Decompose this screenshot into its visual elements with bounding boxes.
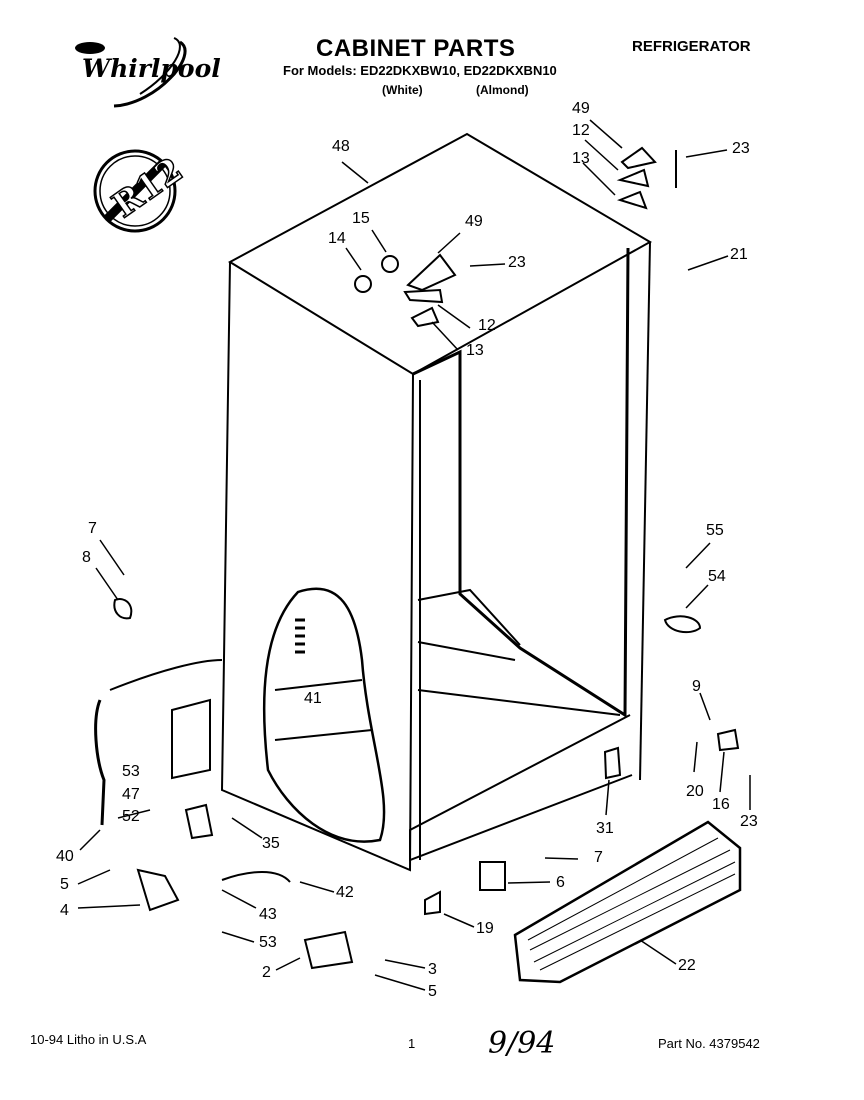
r12-circle-icon: [93, 149, 177, 233]
callout-40: 40: [56, 848, 74, 865]
callout-5-b: 5: [428, 983, 437, 1000]
callout-14: 14: [328, 230, 346, 247]
callout-55: 55: [706, 522, 724, 539]
callout-19: 19: [476, 920, 494, 937]
litho-note: 10-94 Litho in U.S.A: [30, 1032, 147, 1047]
callout-23: 23: [732, 140, 750, 157]
page-number: 1: [408, 1036, 416, 1051]
model-numbers: For Models: ED22DKXBW10, ED22DKXBN10: [283, 63, 557, 78]
callout-5: 5: [60, 876, 69, 893]
callout-22: 22: [678, 957, 696, 974]
callout-9: 9: [692, 678, 701, 695]
callout-12: 12: [572, 122, 590, 139]
callout-49-b: 49: [465, 213, 483, 230]
callout-6: 6: [556, 874, 565, 891]
callout-7: 7: [88, 520, 97, 537]
r12-badge: R12: [92, 148, 191, 234]
page-title: CABINET PARTS: [316, 35, 516, 62]
part-number: Part No. 4379542: [658, 1036, 760, 1051]
callout-49: 49: [572, 100, 590, 117]
callout-31: 31: [596, 820, 614, 837]
handwritten-date: 9/94: [488, 1026, 556, 1061]
callout-23-c: 23: [740, 813, 758, 830]
appliance-category: REFRIGERATOR: [632, 38, 751, 55]
callout-43: 43: [259, 906, 277, 923]
callout-52: 52: [122, 808, 140, 825]
callout-3: 3: [428, 961, 437, 978]
callout-53: 53: [122, 763, 140, 780]
callout-13-b: 13: [466, 342, 484, 359]
callout-53-b: 53: [259, 934, 277, 951]
callout-13: 13: [572, 150, 590, 167]
callout-15: 15: [352, 210, 370, 227]
callout-48: 48: [332, 138, 350, 155]
callout-42: 42: [336, 884, 354, 901]
callout-16: 16: [712, 796, 730, 813]
callout-12-b: 12: [478, 317, 496, 334]
callout-41: 41: [304, 690, 322, 707]
callout-21: 21: [730, 246, 748, 263]
callout-4: 4: [60, 902, 69, 919]
logo-swoosh-icon: [75, 37, 187, 108]
callout-2: 2: [262, 964, 271, 981]
variant-white: (White): [382, 83, 423, 97]
callout-7-b: 7: [594, 849, 603, 866]
logo-text: Whirlpool: [82, 54, 221, 83]
callout-23-b: 23: [508, 254, 526, 271]
callout-35: 35: [262, 835, 280, 852]
callout-8: 8: [82, 549, 91, 566]
callout-47: 47: [122, 786, 140, 803]
callout-54: 54: [708, 568, 726, 585]
callout-20: 20: [686, 783, 704, 800]
whirlpool-logo: Whirlpool: [62, 34, 221, 109]
variant-almond: (Almond): [476, 83, 529, 97]
